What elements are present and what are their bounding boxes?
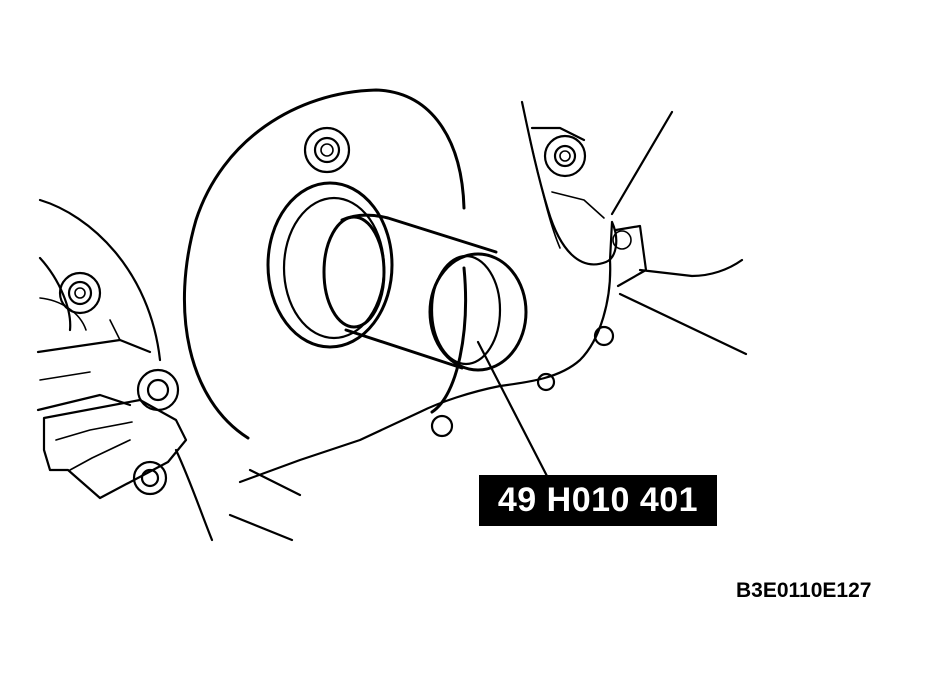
bolt-lower-right xyxy=(593,325,615,347)
bolt-upper-left xyxy=(58,271,102,315)
housing-boss-outer xyxy=(266,181,394,349)
right-mount xyxy=(614,224,744,288)
bolt-bottom xyxy=(132,460,168,496)
engine-block-detail xyxy=(39,297,121,381)
bolt-case-lower xyxy=(430,414,454,438)
installer-tool-face xyxy=(428,252,528,372)
case-ribs xyxy=(529,139,605,249)
bolt-case-right xyxy=(543,134,587,178)
case-tab xyxy=(530,126,586,142)
bracket-detail xyxy=(55,421,133,471)
bolt-mount xyxy=(612,230,632,250)
installer-tool-back-rim xyxy=(322,215,386,329)
bolt-bracket xyxy=(136,368,180,412)
rod-upper xyxy=(610,110,674,216)
engine-block-outline xyxy=(36,198,162,412)
bolt-housing-top xyxy=(303,126,351,174)
part-number-callout: 49 H010 401 xyxy=(479,475,717,526)
rod-lower xyxy=(618,292,748,356)
figure-code: B3E0110E127 xyxy=(736,579,872,602)
bolt-case-bottom xyxy=(536,372,556,392)
lower-lip-outline xyxy=(174,448,302,542)
callout-leader-line xyxy=(476,340,550,480)
installer-tool-chamfer xyxy=(430,254,502,366)
installer-tool-body xyxy=(340,213,498,370)
housing-boss-inner xyxy=(282,196,386,340)
case-outline-right xyxy=(238,100,618,484)
